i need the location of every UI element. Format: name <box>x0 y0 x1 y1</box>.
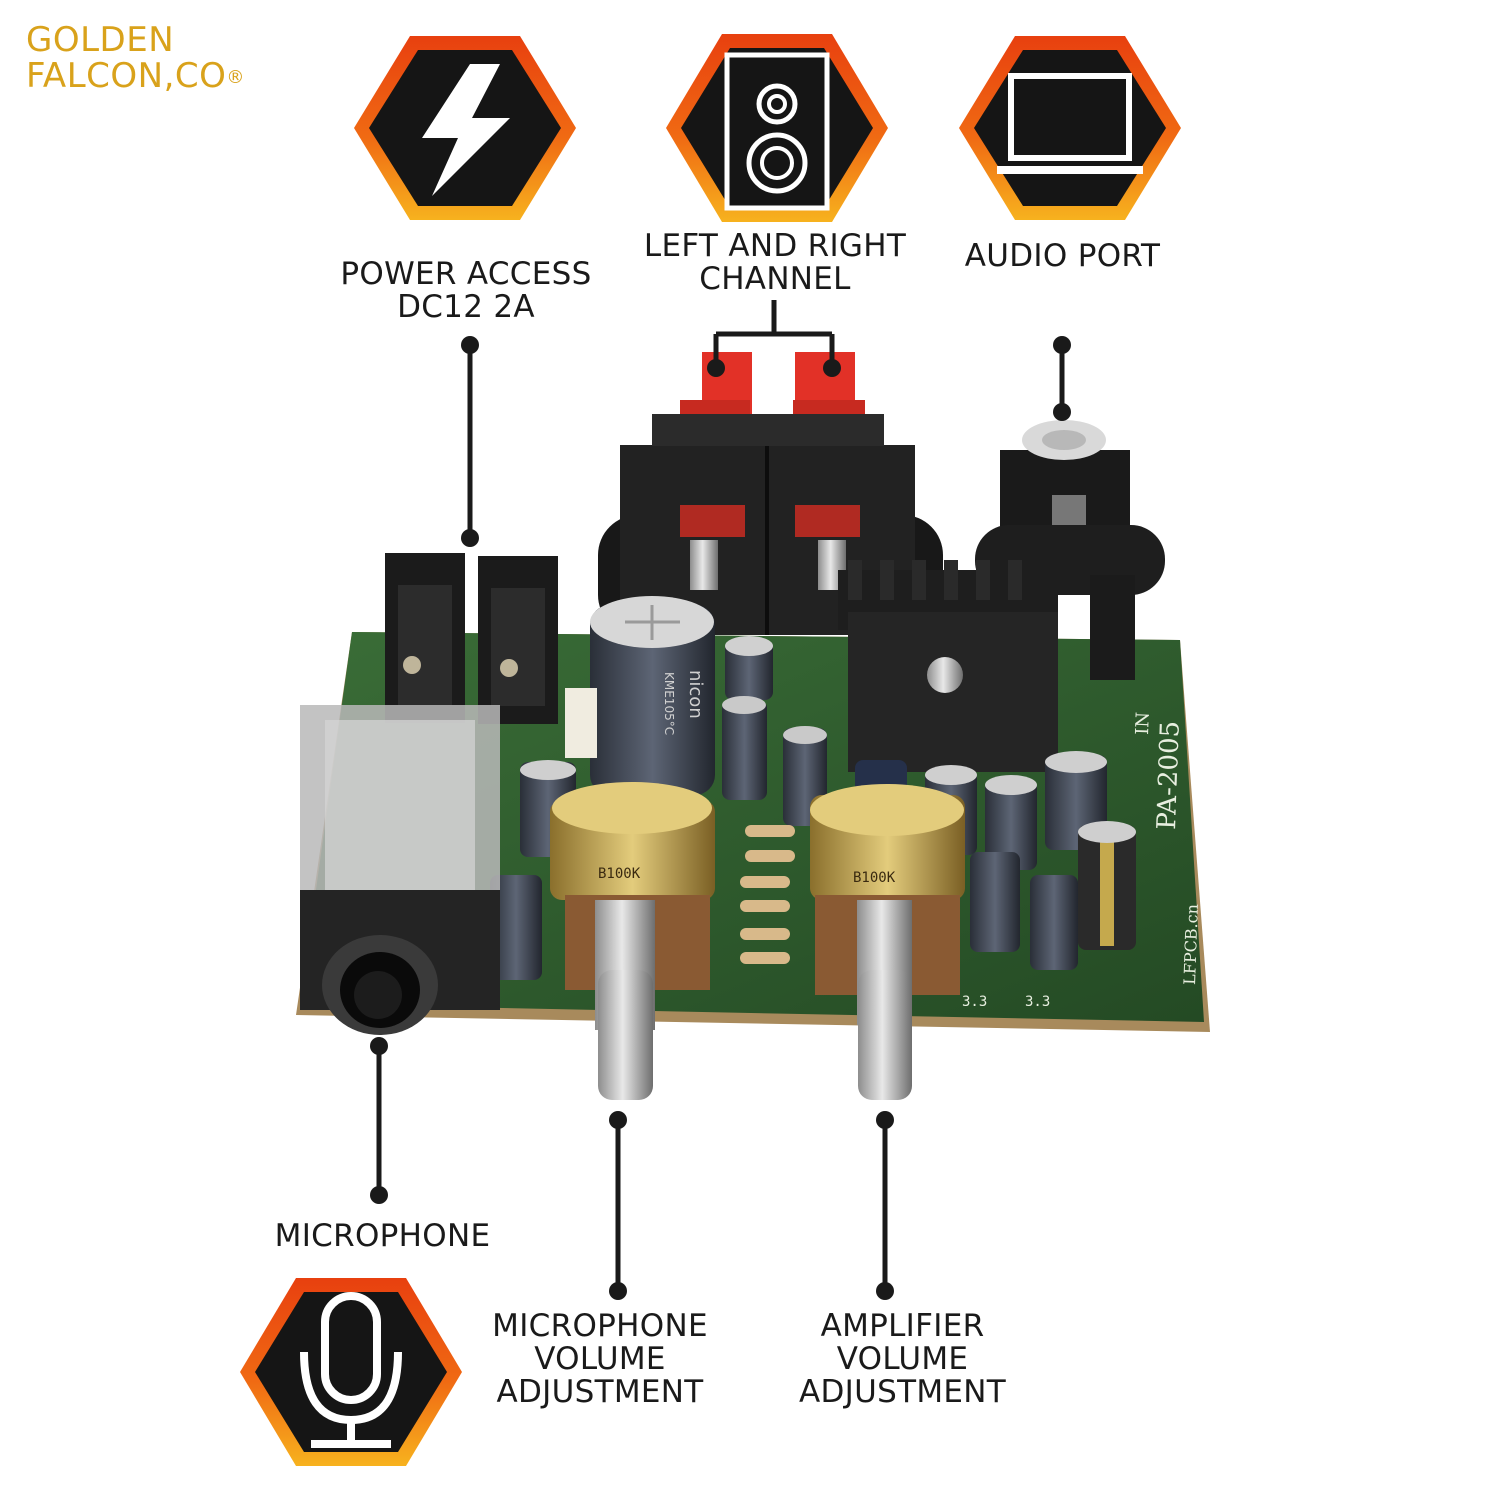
silk-left-text: 3.3 <box>962 994 987 1010</box>
amplifier-board <box>296 300 1210 1300</box>
callout-lines <box>370 300 1071 1300</box>
brand-line-2: FALCON,CO® <box>26 56 245 96</box>
laptop-icon <box>959 36 1181 220</box>
pot-left-label: B100K <box>598 866 641 882</box>
label-microphone: MICROPHONE <box>274 1218 491 1254</box>
pot-right-label: B100K <box>853 870 896 886</box>
board-in-text: IN <box>1132 712 1154 736</box>
label-audio-port: AUDIO PORT <box>964 238 1161 274</box>
board-model-text: PA-2005 <box>1152 720 1186 830</box>
board-site-text: LFPCB.cn <box>1180 904 1202 985</box>
label-amplifier-volume: AMPLIFIER VOLUME ADJUSTMENT <box>799 1308 1006 1410</box>
registered-mark: ® <box>226 67 245 88</box>
silk-right-text: 3.3 <box>1025 994 1050 1010</box>
brand-logo: GOLDEN FALCON,CO® <box>26 22 245 94</box>
microphone-icon <box>240 1278 462 1466</box>
cap-rating-text: KME105°C <box>662 672 676 735</box>
brand-line-1: GOLDEN <box>26 20 175 60</box>
label-left-right-channel: LEFT AND RIGHT CHANNEL <box>643 228 907 297</box>
power-bolt-icon <box>354 36 576 220</box>
label-power-access: POWER ACCESS DC12 2A <box>340 256 592 325</box>
cap-brand-text: nicon <box>685 670 706 719</box>
speaker-icon <box>666 34 888 222</box>
label-microphone-volume: MICROPHONE VOLUME ADJUSTMENT <box>492 1308 708 1410</box>
